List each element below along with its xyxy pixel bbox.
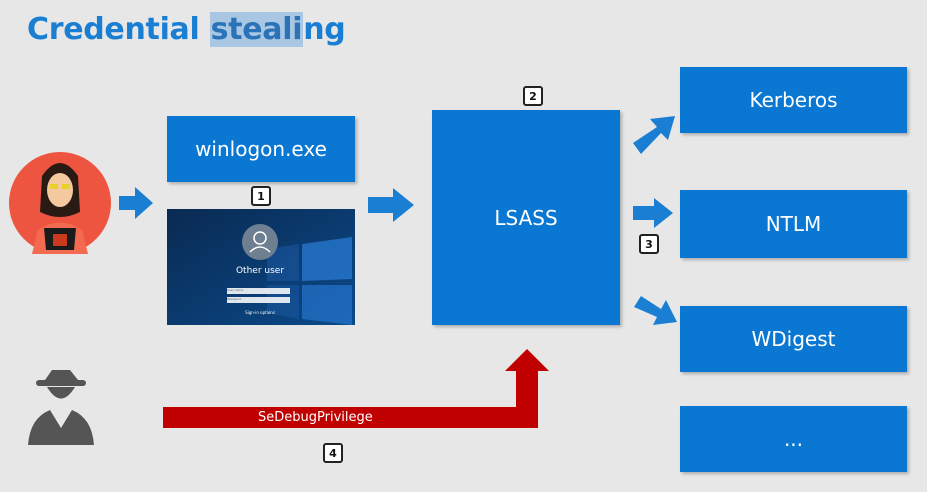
- arrow-lsass-to-kerberos: [633, 116, 675, 154]
- lsass-box: LSASS: [432, 110, 620, 325]
- username-field[interactable]: User name: [227, 288, 290, 294]
- attacker-spy-icon: [28, 370, 94, 445]
- wdigest-box: WDigest: [680, 306, 907, 372]
- title-suffix: ng: [303, 12, 346, 47]
- winlogon-box: winlogon.exe: [167, 116, 355, 182]
- more-protocols-box: ...: [680, 406, 907, 472]
- sedebug-privilege-arrow: [163, 349, 549, 428]
- arrow-lsass-to-wdigest: [634, 296, 677, 325]
- other-user-label: Other user: [235, 266, 285, 276]
- kerberos-box: Kerberos: [680, 67, 907, 133]
- password-field[interactable]: Password: [227, 297, 290, 303]
- arrow-winlogon-to-lsass: [368, 188, 414, 222]
- sedebug-privilege-label: SeDebugPrivilege: [258, 410, 373, 425]
- arrow-lsass-to-ntlm: [633, 198, 673, 228]
- windows-login-screen: Other user User name Password Sign-in op…: [167, 209, 355, 325]
- title-prefix: Credential: [27, 12, 210, 47]
- sign-in-options-link[interactable]: Sign-in options: [245, 310, 275, 315]
- step-badge-3: 3: [639, 234, 659, 254]
- ntlm-box: NTLM: [680, 190, 907, 258]
- step-badge-1: 1: [251, 186, 271, 206]
- slide-title: Credential stealing: [27, 12, 346, 47]
- title-highlighted-text: steali: [209, 12, 304, 47]
- step-badge-2: 2: [523, 86, 543, 106]
- arrow-user-to-winlogon: [119, 187, 153, 219]
- step-badge-4: 4: [323, 443, 343, 463]
- user-avatar-icon: [9, 152, 111, 254]
- windows-logo-background: [167, 209, 355, 325]
